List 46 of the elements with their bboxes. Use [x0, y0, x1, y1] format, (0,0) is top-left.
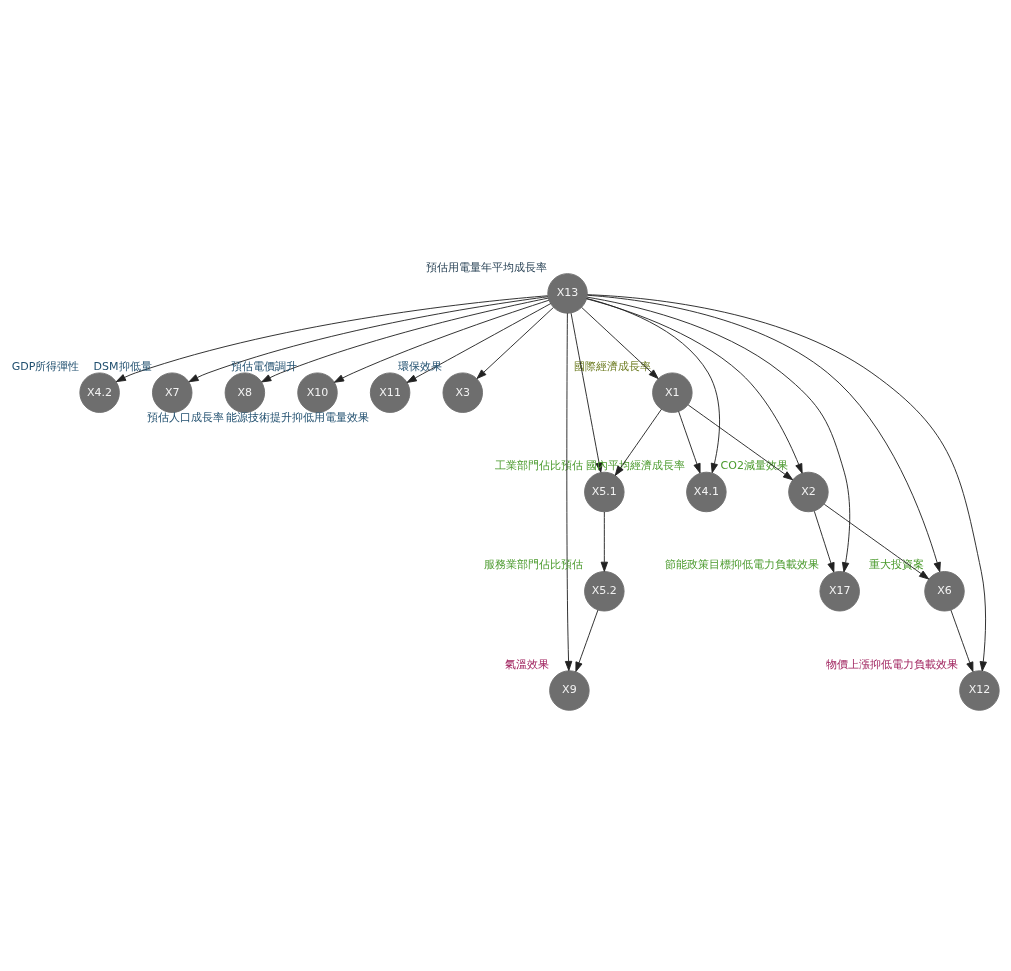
node-label: 能源技術提升抑低用電量效果 [226, 410, 370, 424]
node-circle: X4.2 [79, 371, 120, 413]
node-label: 預估人口成長率 [146, 410, 224, 424]
node-label: 氣溫效果 [504, 657, 549, 671]
arrow [678, 410, 701, 473]
arrow [950, 609, 974, 672]
node-label: 節能政策目標抑低電力負載效果 [664, 557, 819, 571]
arrow [813, 510, 835, 573]
node-circle: X2 [788, 471, 829, 512]
arrow [261, 297, 549, 382]
node-circle: X6 [924, 570, 965, 611]
arrow [575, 609, 599, 672]
arrow [188, 295, 549, 382]
node-circle: X13 [547, 272, 588, 314]
node-label: 預估用電量年平均成長率 [425, 260, 547, 273]
node-label: 物價上漲抑低電力負載效果 [826, 657, 959, 671]
node-label: 國際經濟成長率 [574, 359, 652, 373]
node-circle: X11 [369, 371, 411, 413]
node-circle: X7 [152, 371, 193, 413]
arrow [586, 293, 987, 671]
node-circle: X3 [442, 371, 483, 413]
node-circle: X9 [549, 669, 590, 711]
arrow [687, 404, 794, 480]
arrow [406, 302, 551, 383]
arrow [600, 510, 608, 572]
node-circle: X5.1 [584, 471, 625, 512]
arrow [587, 294, 941, 572]
node-label: DSM抑低量 [93, 359, 152, 373]
node-circle: X5.2 [584, 570, 625, 611]
arrow [333, 299, 550, 383]
arrow [823, 503, 930, 579]
arrow [614, 408, 662, 476]
node-label: GDP所得彈性 [11, 359, 80, 373]
node-label: 服務業部門佔比預估 [484, 557, 584, 571]
node-circle: X1 [652, 371, 693, 413]
arrow [586, 296, 851, 572]
node-circle: X8 [224, 371, 266, 413]
node-circle: X10 [297, 371, 338, 413]
arrow [581, 306, 659, 379]
node-label: 預估電價調升 [230, 359, 297, 373]
node-circle: X17 [819, 570, 860, 611]
node-circle: X4.1 [686, 471, 727, 512]
arrow [115, 294, 549, 382]
node-circle: X12 [959, 669, 1000, 711]
arrow [564, 312, 573, 671]
arrow [476, 306, 554, 379]
